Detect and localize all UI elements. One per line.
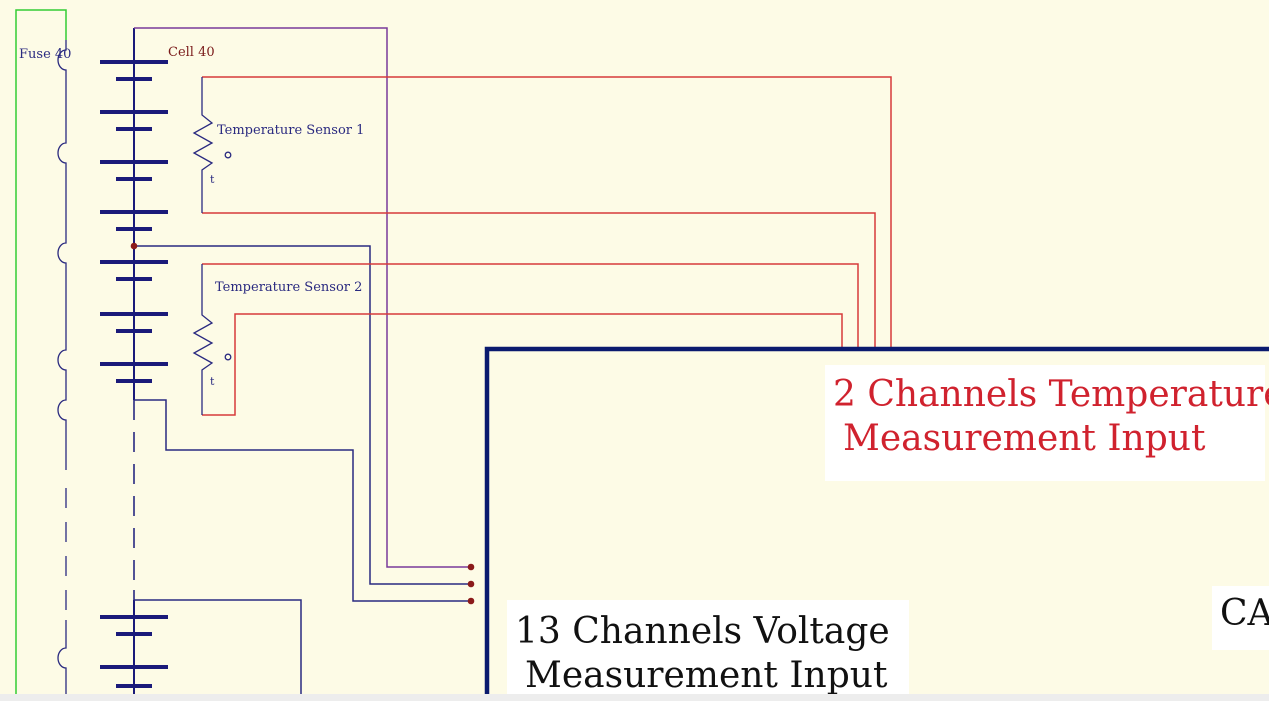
fuse-chain bbox=[57, 40, 67, 694]
bottom-strip bbox=[0, 694, 1269, 701]
temperature-sensor-1-label: Temperature Sensor 1 bbox=[217, 123, 365, 138]
thermistor-2 bbox=[192, 264, 232, 415]
thermistor-mark-2: t bbox=[210, 375, 215, 388]
node-dots bbox=[130, 242, 475, 605]
thermistor-mark-1: t bbox=[210, 173, 215, 186]
temperature-input-line-2: Measurement Input bbox=[843, 418, 1206, 459]
temperature-sensor-wires bbox=[202, 76, 892, 416]
truncated-block-text: CA bbox=[1220, 593, 1269, 634]
temperature-input-line-1: 2 Channels Temperature bbox=[833, 374, 1269, 415]
purple-tap-wire bbox=[134, 27, 471, 568]
voltage-tap-wires bbox=[134, 245, 471, 694]
voltage-input-line-1: 13 Channels Voltage bbox=[515, 611, 890, 652]
ic-block-border bbox=[484, 346, 1269, 701]
truncated-block-label: CA bbox=[1212, 586, 1269, 650]
temperature-sensor-2-label: Temperature Sensor 2 bbox=[215, 280, 363, 295]
voltage-input-line-2: Measurement Input bbox=[525, 655, 888, 696]
fuse-label: Fuse 40 bbox=[19, 47, 72, 62]
temperature-input-label: 2 Channels Temperature Measurement Input bbox=[825, 365, 1269, 481]
voltage-input-label: 13 Channels Voltage Measurement Input bbox=[507, 600, 909, 701]
battery-stack bbox=[100, 28, 168, 694]
thermistor-1 bbox=[192, 77, 232, 213]
cell-label: Cell 40 bbox=[168, 45, 215, 60]
green-rail bbox=[15, 9, 67, 701]
